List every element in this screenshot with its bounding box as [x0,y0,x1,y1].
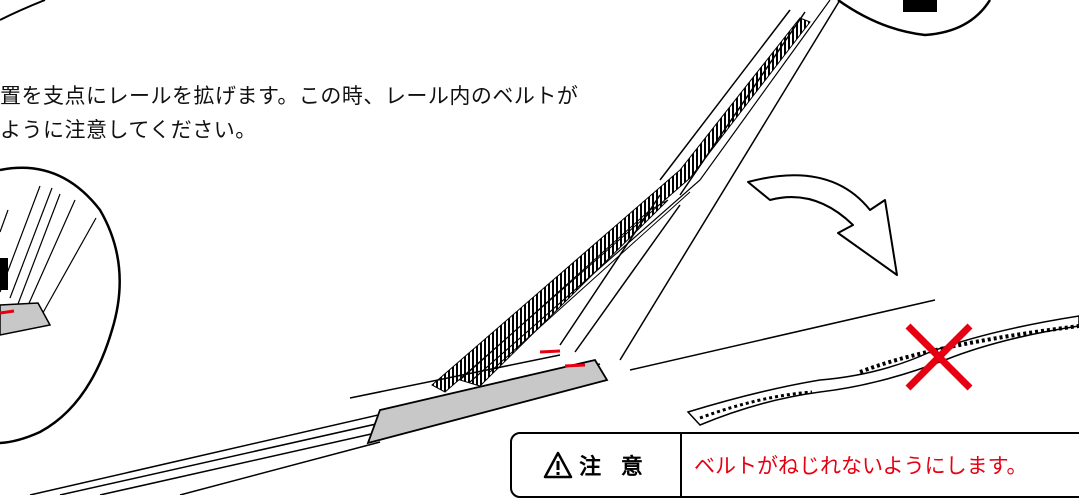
prohibited-x-icon [905,323,973,391]
step-number-circle [837,0,992,37]
belt-strands [431,0,831,393]
detail-magnifier [0,166,121,445]
caution-header: 注 意 [512,434,682,496]
rotation-arrow [747,174,898,276]
caution-label: 注 意 [579,455,649,480]
pivot-block [366,349,609,445]
instruction-line-1: 置を支点にレールを拡げます。この時、レール内のベルトが [0,84,579,108]
caution-message: ベルトがねじれないようにします。 [694,454,1028,478]
twisted-belt-example [629,299,1079,426]
caution-box: 注 意 ベルトがねじれないようにします。 [510,432,1079,498]
instruction-line-2: ように注意してください。 [0,118,257,142]
instruction-text: 置を支点にレールを拡げます。この時、レール内のベルトが ように注意してください。 [0,80,578,148]
step-number-fragment [903,0,937,12]
top-left-circle-edge [0,0,46,21]
warning-triangle-icon [543,451,573,479]
